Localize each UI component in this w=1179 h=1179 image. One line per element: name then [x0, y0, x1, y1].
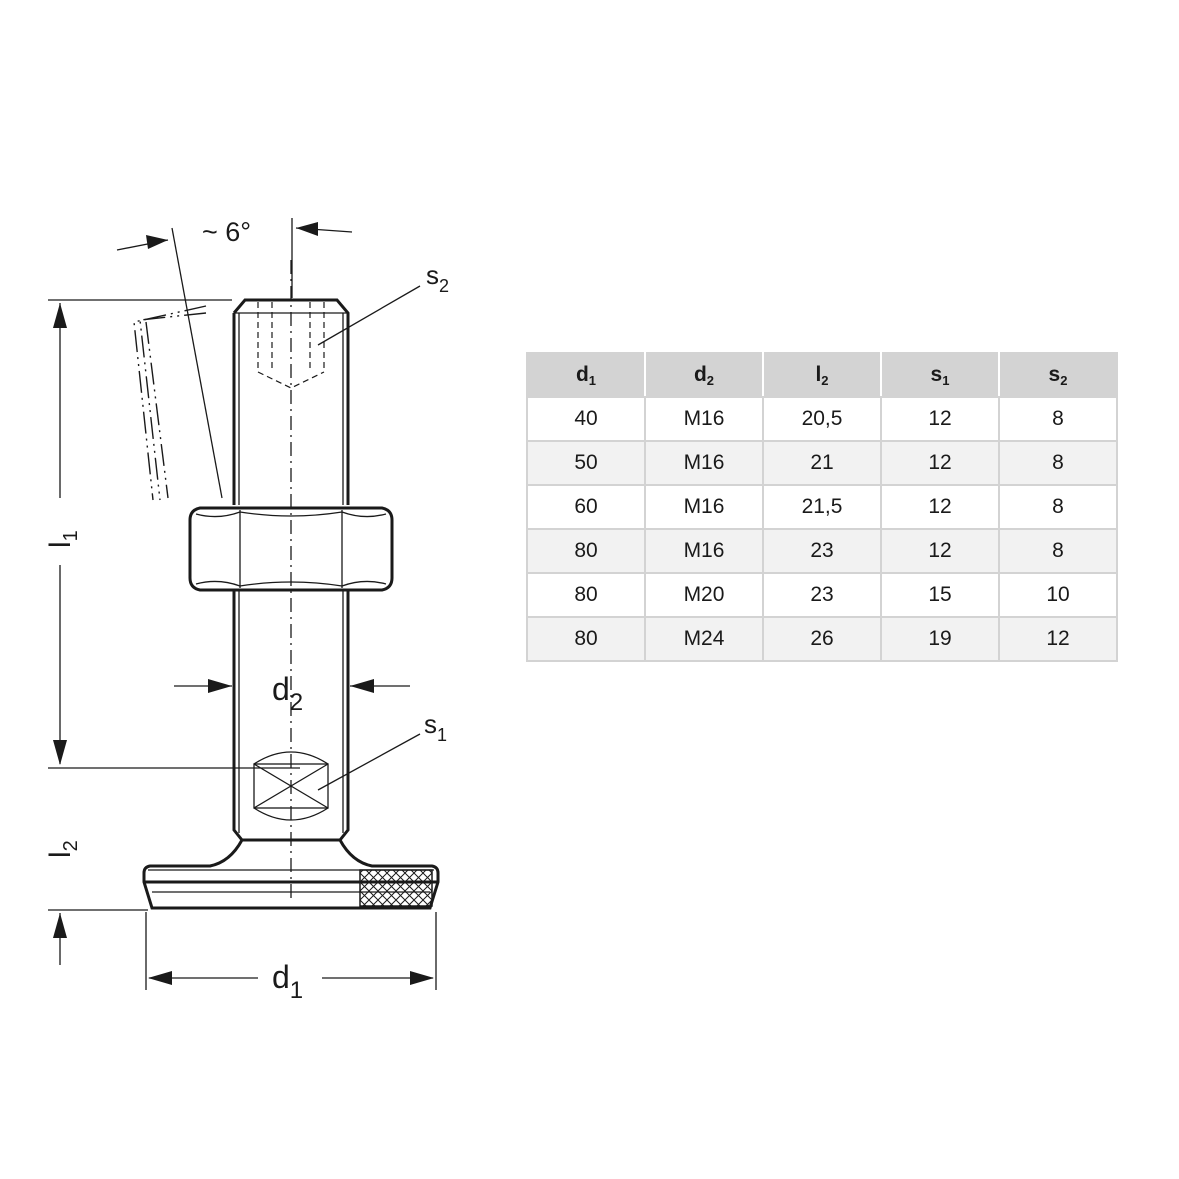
- angle-label: ~ 6°: [202, 217, 251, 247]
- angle-dimension: [116, 218, 353, 499]
- s2-label: s2: [426, 260, 449, 296]
- table-cell: M16: [644, 440, 764, 486]
- header-d2: d2: [644, 352, 764, 398]
- table-cell: 12: [880, 528, 1000, 574]
- d1-label: d1: [272, 959, 303, 1004]
- table-cell: 10: [998, 572, 1118, 618]
- table-cell: 80: [526, 572, 646, 618]
- header-s1: s1: [880, 352, 1000, 398]
- l2-dimension: [48, 909, 148, 965]
- table-cell: M16: [644, 396, 764, 442]
- l1-dimension: [48, 299, 300, 769]
- table-cell: 21,5: [762, 484, 882, 530]
- table-cell: 8: [998, 528, 1118, 574]
- table-cell: 21: [762, 440, 882, 486]
- table-cell: 12: [998, 616, 1118, 662]
- table-cell: 23: [762, 528, 882, 574]
- table-cell: 80: [526, 528, 646, 574]
- table-cell: 8: [998, 396, 1118, 442]
- table-cell: 26: [762, 616, 882, 662]
- l2-label: l2: [44, 840, 82, 858]
- d1-dimension: [145, 912, 437, 990]
- table-row: 80 M24 26 19 12: [526, 616, 1118, 662]
- table-row: 80 M20 23 15 10: [526, 572, 1118, 618]
- header-d1: d1: [526, 352, 646, 398]
- tilted-position-phantom: [133, 305, 207, 501]
- table-cell: 12: [880, 440, 1000, 486]
- s2-leader: [317, 285, 421, 346]
- table-row: 80 M16 23 12 8: [526, 528, 1118, 574]
- header-s2: s2: [998, 352, 1118, 398]
- table-cell: 8: [998, 484, 1118, 530]
- table-cell: 40: [526, 396, 646, 442]
- table-cell: M16: [644, 484, 764, 530]
- table-cell: 12: [880, 484, 1000, 530]
- table-header-row: d1 d2 l2 s1 s2: [526, 352, 1118, 398]
- table-cell: 12: [880, 396, 1000, 442]
- dimensions-table: d1 d2 l2 s1 s2 40 M16 20,5 12 8 50 M16 2…: [526, 352, 1118, 662]
- table-cell: 60: [526, 484, 646, 530]
- table-cell: 50: [526, 440, 646, 486]
- s1-label: s1: [424, 709, 447, 745]
- table-cell: 8: [998, 440, 1118, 486]
- table-cell: 15: [880, 572, 1000, 618]
- table-cell: M24: [644, 616, 764, 662]
- table-cell: 20,5: [762, 396, 882, 442]
- threaded-stud: [232, 298, 350, 842]
- foot-pad: [142, 839, 440, 910]
- l1-label: l1: [44, 530, 82, 548]
- table-cell: M20: [644, 572, 764, 618]
- d2-label: d2: [272, 671, 303, 716]
- table-cell: 19: [880, 616, 1000, 662]
- table-row: 60 M16 21,5 12 8: [526, 484, 1118, 530]
- table-cell: M16: [644, 528, 764, 574]
- d2-dimension: [174, 679, 410, 693]
- rubber-insert-section: [359, 869, 433, 907]
- table-cell: 80: [526, 616, 646, 662]
- table-row: 50 M16 21 12 8: [526, 440, 1118, 486]
- header-l2: l2: [762, 352, 882, 398]
- table-cell: 23: [762, 572, 882, 618]
- s1-leader: [317, 733, 421, 791]
- table-row: 40 M16 20,5 12 8: [526, 396, 1118, 442]
